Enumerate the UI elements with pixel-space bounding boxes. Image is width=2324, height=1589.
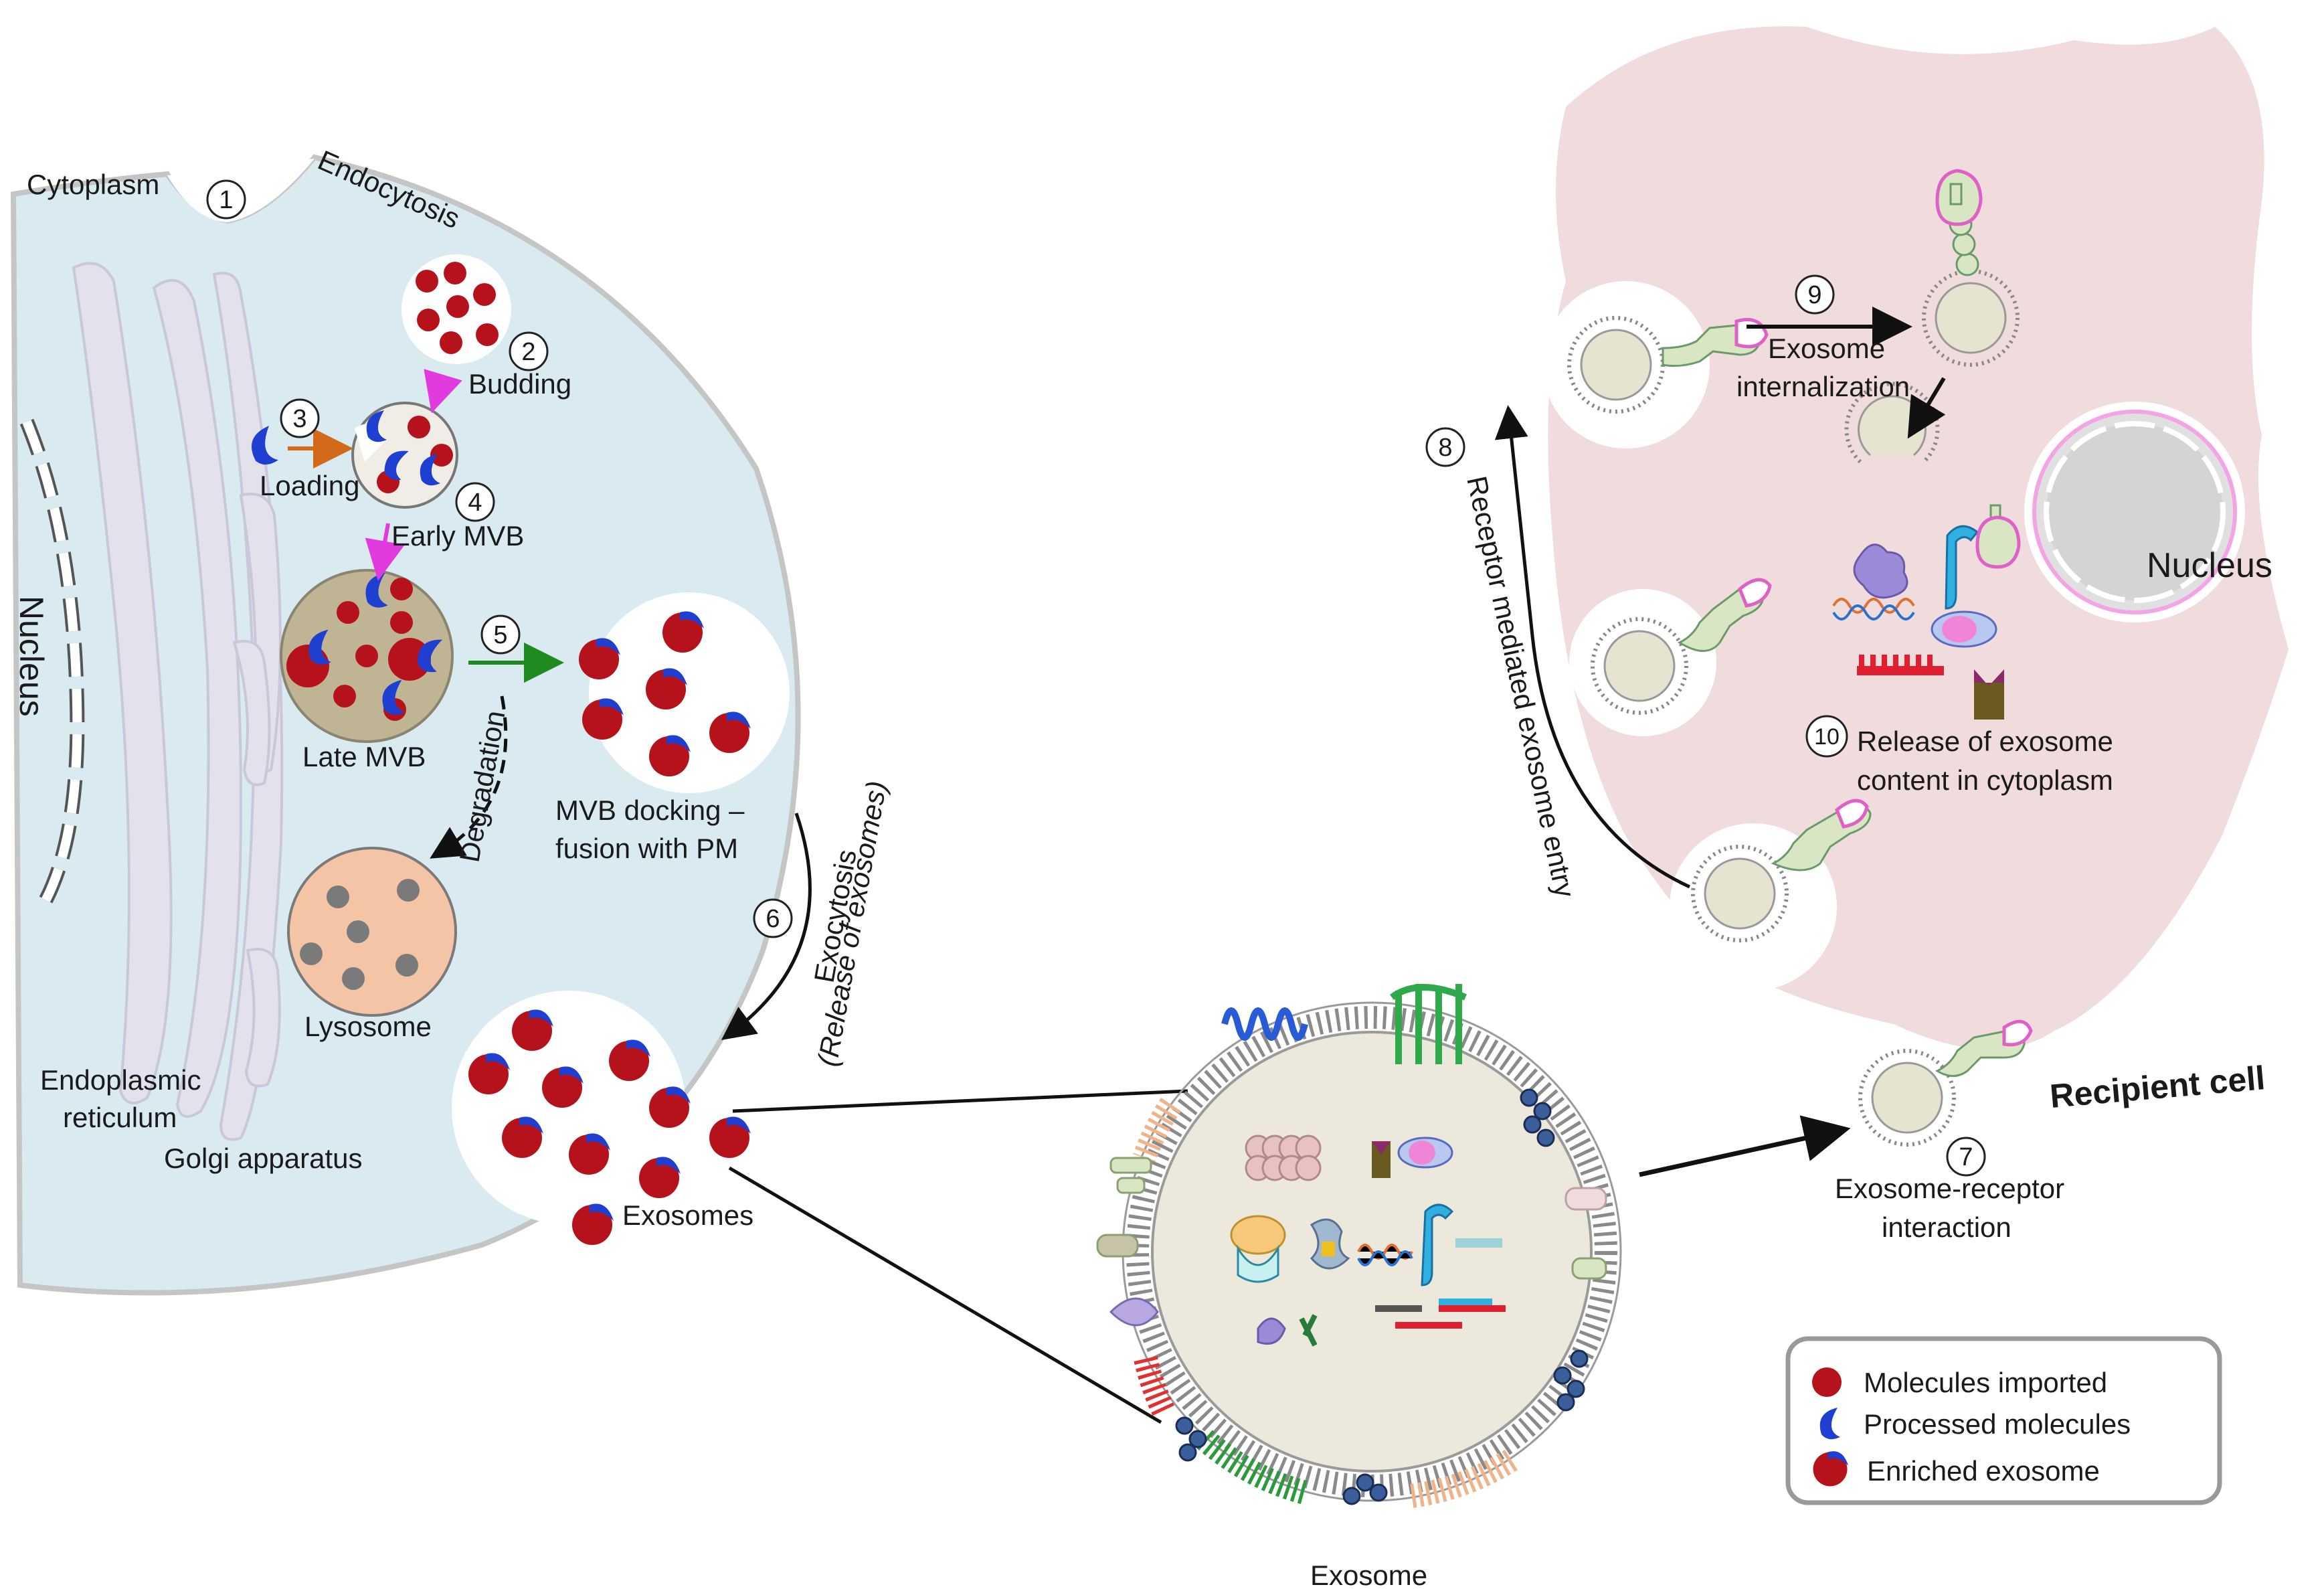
er-label-1: Endoplasmic (40, 1064, 201, 1096)
exosome-bound-3 (1693, 799, 1872, 940)
receptor-interaction-label-1: Exosome-receptor (1835, 1173, 2064, 1204)
step-marker-3: 3 (280, 398, 320, 438)
legend-label-1: Molecules imported (1864, 1367, 2107, 1398)
svg-text:4: 4 (468, 489, 482, 517)
degradation-arrow (430, 695, 508, 859)
step-marker-2: 2 (509, 331, 549, 371)
step-marker-5: 5 (480, 614, 521, 655)
exosome-bound-2 (1593, 578, 1772, 713)
er-label-2: reticulum (63, 1102, 177, 1133)
transmembrane-protein-green (1390, 984, 1467, 1064)
internalization-label-2: internalization (1736, 371, 1910, 402)
released-cargo (1832, 504, 2021, 720)
svg-text:10: 10 (1814, 724, 1840, 750)
transfer-arrow (1639, 1115, 1851, 1177)
loading-label: Loading (260, 470, 359, 501)
tetraspanin-clusters (1175, 1088, 1589, 1505)
golgi-label: Golgi apparatus (164, 1143, 363, 1174)
svg-text:6: 6 (766, 905, 780, 933)
cargo-proteins (1230, 1135, 1506, 1347)
exosome-label: Exosome (1310, 1560, 1427, 1589)
svg-text:1: 1 (219, 186, 233, 214)
receptor-interaction-label-2: interaction (1882, 1211, 2012, 1243)
lysosome-label: Lysosome (304, 1011, 432, 1042)
mvb-docking-label-1: MVB docking – (555, 794, 745, 826)
maturation-arrow (365, 523, 405, 581)
step-marker-10: 10 (1805, 715, 1848, 758)
svg-text:3: 3 (292, 405, 306, 433)
legend-label-3: Enriched exosome (1867, 1455, 2100, 1487)
golgi-apparatus-shape (72, 262, 284, 1141)
step-marker-8: 8 (1425, 427, 1465, 467)
exosome-internalized (1924, 169, 2018, 365)
legend-label-2: Processed molecules (1864, 1408, 2131, 1440)
budding-arrow (424, 369, 462, 414)
release-label-2: content in cytoplasm (1857, 764, 2113, 796)
nucleus-left-label: Nucleus (13, 596, 50, 717)
exosome-near-recipient (1860, 1019, 2033, 1145)
receptor-entry-arrow (1494, 405, 1691, 889)
release-label-1: Release of exosome (1857, 726, 2113, 757)
svg-text:9: 9 (1807, 281, 1821, 309)
step-marker-1: 1 (206, 179, 246, 220)
svg-text:7: 7 (1959, 1143, 1973, 1171)
exosome-bound-1 (1569, 318, 1769, 412)
lysosome (287, 847, 457, 1017)
late-mvb-label: Late MVB (302, 741, 426, 772)
recipient-cell (1548, 26, 2289, 1050)
step-marker-9: 9 (1795, 274, 1835, 315)
surface-receptors (1096, 1157, 1607, 1327)
transmembrane-protein-blue (1221, 1007, 1308, 1041)
exosomes-label: Exosomes (622, 1199, 753, 1231)
mvb-docking-label-2: fusion with PM (555, 833, 738, 864)
exocytosis-arrow (721, 813, 812, 1040)
svg-text:5: 5 (493, 621, 507, 649)
step-marker-7: 7 (1946, 1137, 1986, 1177)
cytoplasm-label: Cytoplasm (27, 169, 159, 200)
zoom-line-bottom (728, 1166, 1162, 1424)
nucleus-right-label: Nucleus (2147, 546, 2272, 585)
opening-arrow (1907, 377, 1946, 439)
early-mvb-label: Early MVB (391, 520, 524, 552)
svg-text:2: 2 (521, 338, 535, 366)
recipient-cell-label: Recipient cell (2048, 1059, 2266, 1115)
legend-red-sphere-icon (1812, 1367, 1842, 1397)
zoom-line-top (732, 1089, 1188, 1113)
svg-text:8: 8 (1438, 434, 1452, 462)
exosome-detail (1096, 984, 1622, 1508)
step-marker-4: 4 (455, 482, 495, 522)
internalization-label-1: Exosome (1768, 333, 1885, 364)
step-marker-6: 6 (753, 898, 793, 938)
budding-label: Budding (468, 368, 571, 400)
legend: Molecules imported Processed molecules E… (1785, 1336, 2222, 1505)
